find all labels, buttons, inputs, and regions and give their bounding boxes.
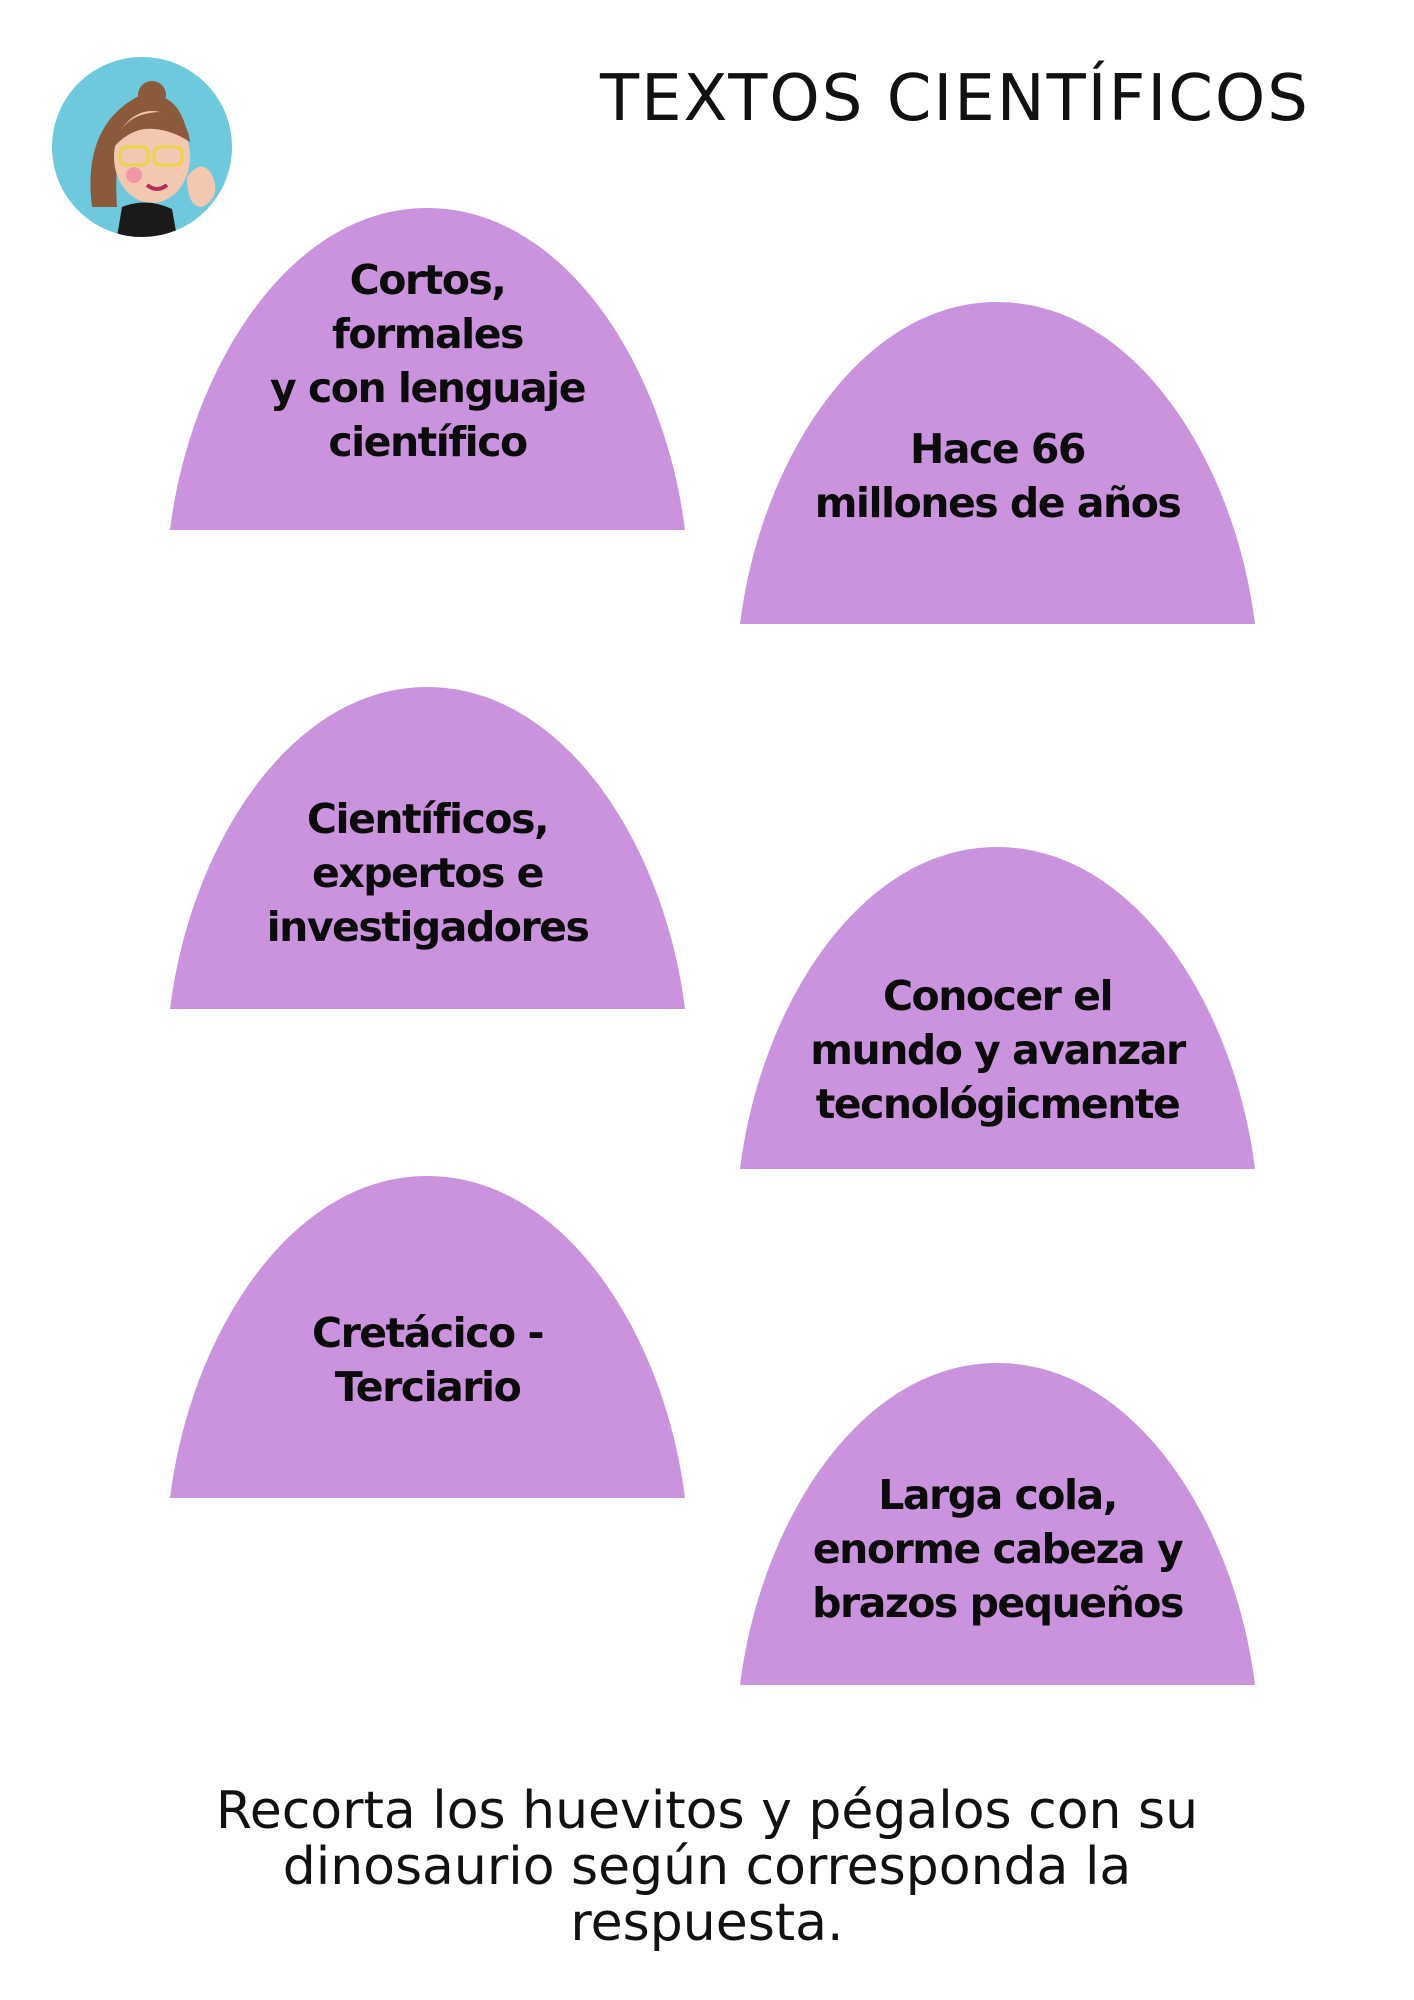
egg-card-6: Larga cola, enorme cabeza y brazos peque… (740, 1363, 1255, 1685)
instruction-text: Recorta los huevitos y pégalos con su di… (215, 1781, 1199, 1953)
teacher-avatar-icon (52, 57, 232, 237)
egg-shape (740, 847, 1255, 1169)
egg-card-4: Conocer el mundo y avanzar tecnológicmen… (740, 847, 1255, 1169)
egg-text: Larga cola, enorme cabeza y brazos peque… (812, 1471, 1184, 1627)
egg-card-2: Hace 66 millones de años (740, 302, 1255, 624)
egg-shape (740, 302, 1255, 624)
egg-text: Cortos, formales y con lenguaje científi… (269, 256, 587, 466)
page-title: TEXTOS CIENTÍFICOS (600, 62, 1310, 136)
egg-text: Conocer el mundo y avanzar tecnológicmen… (810, 972, 1186, 1128)
egg-shape (740, 1363, 1255, 1685)
egg-card-3: Científicos, expertos e investigadores (170, 687, 685, 1009)
egg-card-1: Cortos, formales y con lenguaje científi… (170, 208, 685, 530)
egg-shape (170, 208, 685, 530)
egg-text: Hace 66 millones de años (814, 425, 1182, 527)
egg-card-5: Cretácico - Terciario (170, 1176, 685, 1498)
egg-text: Cretácico - Terciario (311, 1309, 545, 1411)
egg-shape (170, 687, 685, 1009)
egg-shape (170, 1176, 685, 1498)
egg-text: Científicos, expertos e investigadores (266, 795, 590, 951)
